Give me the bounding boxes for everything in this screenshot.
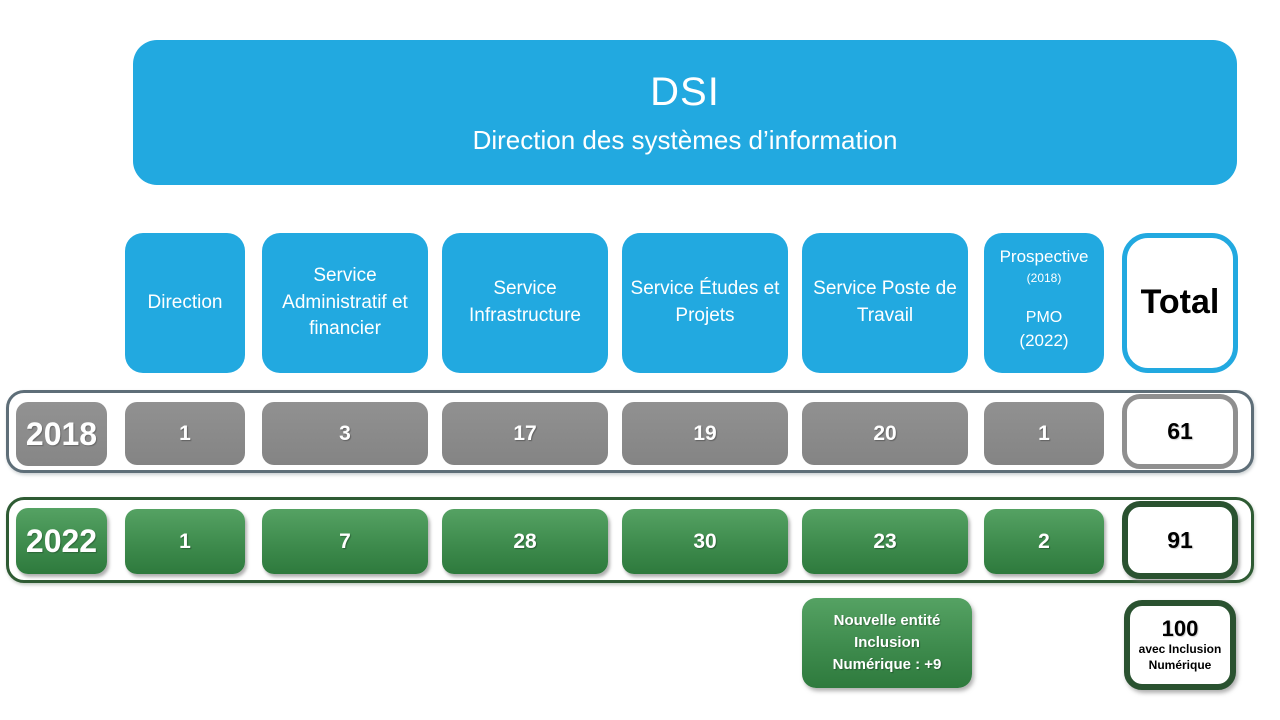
cell-2018-prospective: 1 — [984, 402, 1104, 465]
total-2018: 61 — [1122, 394, 1238, 469]
pmo-label: PMO — [1025, 308, 1063, 326]
grand-total-caption-line2: Numérique — [1148, 658, 1212, 672]
new-entity-line3: Numérique : +9 — [832, 655, 942, 673]
cell-2022-infrastructure: 28 — [442, 509, 608, 574]
cell-2022-etudes-projets: 30 — [622, 509, 788, 574]
cell-2022-poste-travail: 23 — [802, 509, 968, 574]
dsi-title: DSI — [650, 69, 720, 114]
column-header-etudes-projets: Service Études et Projets — [622, 233, 788, 373]
dsi-banner: DSI Direction des systèmes d’information — [133, 40, 1237, 185]
grand-total-value: 100 — [1161, 616, 1199, 642]
cell-2018-infrastructure: 17 — [442, 402, 608, 465]
total-2022: 91 — [1122, 501, 1238, 579]
cell-2018-etudes-projets: 19 — [622, 402, 788, 465]
cell-2022-administratif: 7 — [262, 509, 428, 574]
cell-2018-direction: 1 — [125, 402, 245, 465]
grand-total-box: 100 avec Inclusion Numérique — [1124, 600, 1236, 690]
dsi-subtitle: Direction des systèmes d’information — [472, 124, 898, 155]
new-entity-line1: Nouvelle entité — [833, 612, 941, 630]
prospective-year: (2018) — [1026, 271, 1062, 286]
grand-total-caption-line1: avec Inclusion — [1138, 642, 1222, 657]
cell-2022-direction: 1 — [125, 509, 245, 574]
year-label-2022: 2022 — [16, 508, 107, 574]
pmo-year: (2022) — [1019, 330, 1069, 350]
new-entity-line2: Inclusion — [854, 634, 920, 652]
cell-2022-prospective: 2 — [984, 509, 1104, 574]
column-header-infrastructure: Service Infrastructure — [442, 233, 608, 373]
new-entity-note: Nouvelle entité Inclusion Numérique : +9 — [802, 598, 972, 688]
column-header-total: Total — [1122, 233, 1238, 373]
cell-2018-poste-travail: 20 — [802, 402, 968, 465]
column-header-direction: Direction — [125, 233, 245, 373]
year-label-2018: 2018 — [16, 402, 107, 466]
column-header-prospective-pmo: Prospective (2018) PMO (2022) — [984, 233, 1104, 373]
cell-2018-administratif: 3 — [262, 402, 428, 465]
column-header-administratif: Service Administratif et financier — [262, 233, 428, 373]
column-header-poste-travail: Service Poste de Travail — [802, 233, 968, 373]
prospective-label: Prospective — [999, 247, 1089, 266]
